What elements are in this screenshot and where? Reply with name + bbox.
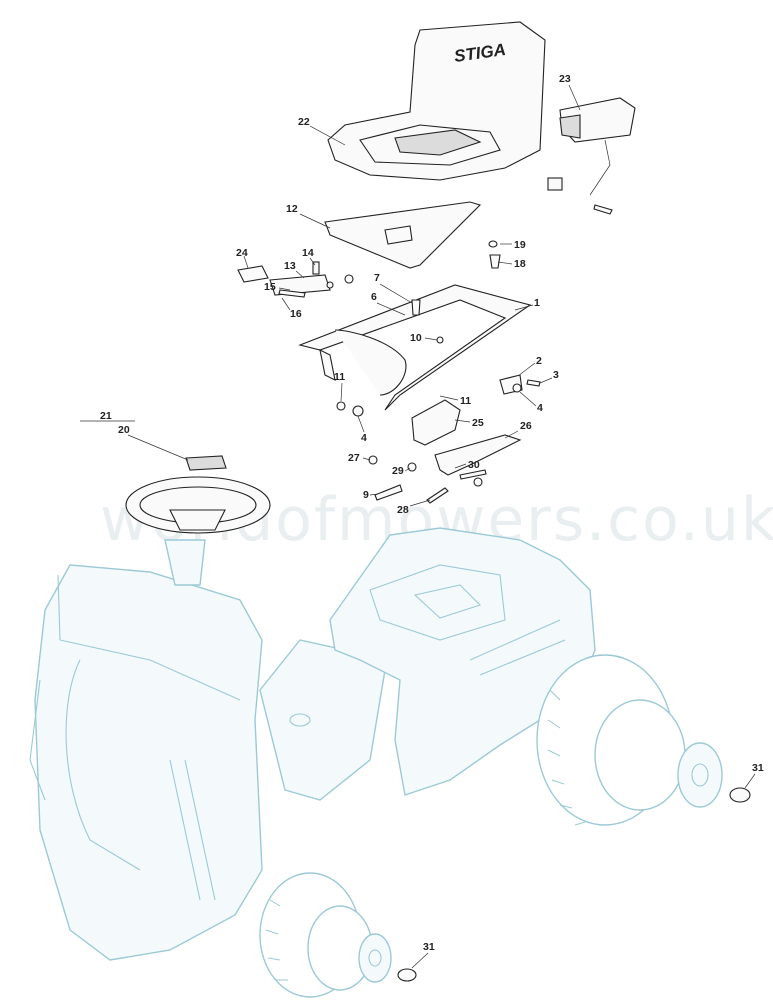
callout-2: 2 (536, 355, 542, 367)
callout-22: 22 (298, 116, 310, 128)
callout-27: 27 (348, 452, 360, 464)
callout-24: 24 (236, 247, 248, 259)
adjust-bracket (411, 399, 461, 446)
callout-4-left: 4 (361, 432, 367, 444)
callout-4-right: 4 (537, 402, 543, 414)
rear-body-panel (29, 564, 263, 961)
callout-28: 28 (397, 504, 409, 516)
callout-30: 30 (468, 459, 480, 471)
callout-7: 7 (374, 272, 380, 284)
bolt-set (488, 240, 501, 269)
callout-31-front: 31 (423, 941, 435, 953)
rear-wheel (536, 654, 751, 826)
fasteners (336, 299, 541, 504)
callout-11-left: 11 (334, 371, 345, 383)
callout-29: 29 (392, 465, 404, 477)
callout-19: 19 (514, 239, 526, 251)
callout-9: 9 (363, 489, 369, 501)
callout-11-right: 11 (460, 395, 471, 407)
slide-bracket (237, 261, 354, 298)
callout-14: 14 (302, 247, 314, 259)
callout-12: 12 (286, 203, 298, 215)
steering-column (164, 539, 206, 586)
center-pedestal (259, 639, 386, 801)
callout-13: 13 (284, 260, 296, 272)
callout-15: 15 (264, 281, 276, 293)
callout-16: 16 (290, 308, 302, 320)
adjust-lever (434, 434, 522, 476)
steering-wheel (125, 455, 271, 534)
callout-1: 1 (534, 297, 540, 309)
callout-3: 3 (553, 369, 559, 381)
callout-23: 23 (559, 73, 571, 85)
callout-26: 26 (520, 420, 532, 432)
callout-10: 10 (410, 332, 422, 344)
armrest (547, 97, 636, 215)
callout-20: 20 (118, 424, 130, 436)
seat: STIGA (327, 21, 546, 181)
callouts: 22 23 12 19 18 24 14 13 15 16 7 6 1 10 2… (80, 73, 764, 969)
callout-31-rear: 31 (752, 762, 764, 774)
front-wheel (259, 872, 417, 998)
seat-plate (324, 201, 482, 269)
callout-6: 6 (371, 291, 377, 303)
callout-21: 21 (100, 410, 112, 422)
callout-25: 25 (472, 417, 484, 429)
callout-18: 18 (514, 258, 526, 270)
